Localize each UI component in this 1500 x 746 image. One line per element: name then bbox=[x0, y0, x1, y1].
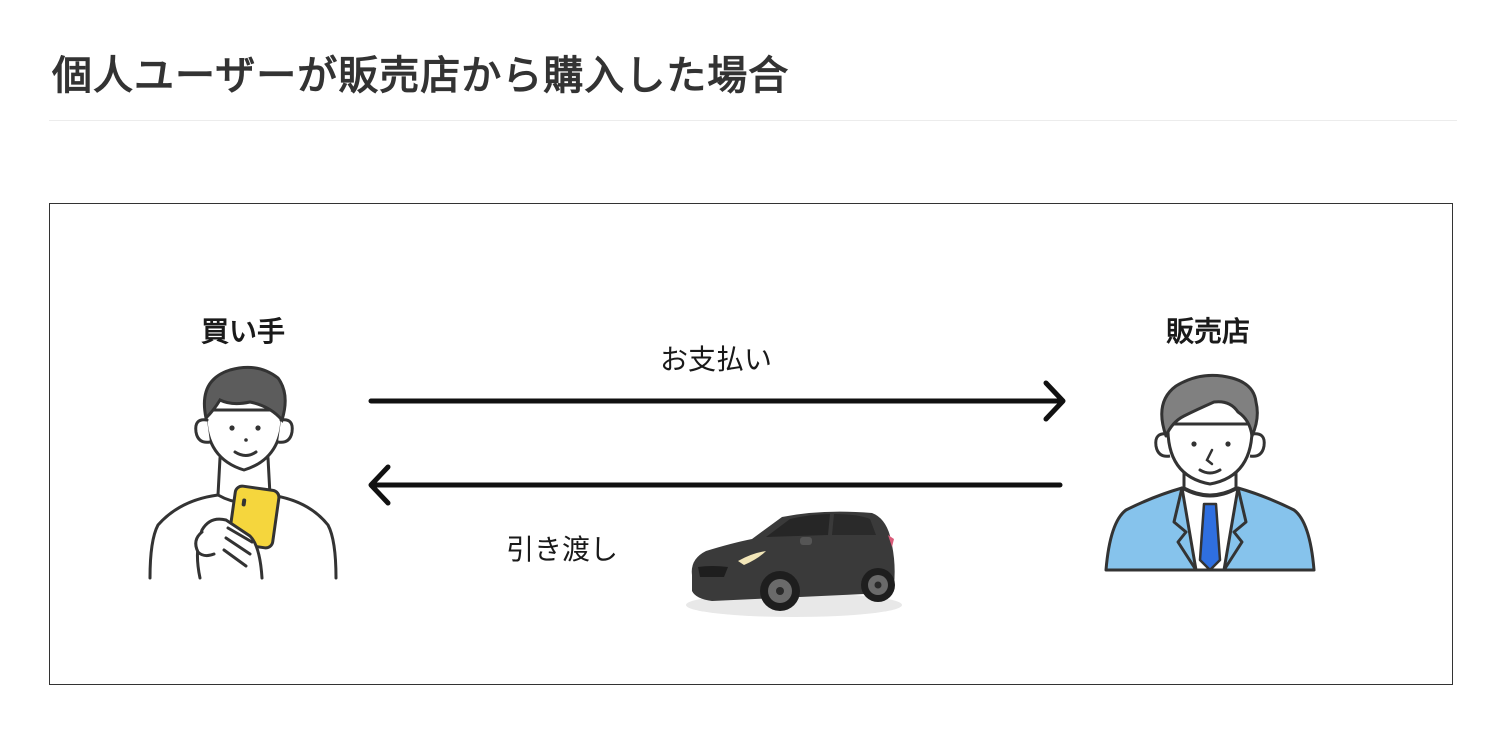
delivery-label: 引き渡し bbox=[506, 533, 619, 566]
payment-arrow bbox=[368, 380, 1066, 422]
buyer-person-icon bbox=[148, 365, 338, 580]
page-title: 個人ユーザーが販売店から購入した場合 bbox=[52, 53, 790, 99]
title-divider bbox=[49, 120, 1457, 121]
car-icon bbox=[686, 511, 902, 617]
buyer-label: 買い手 bbox=[200, 315, 285, 348]
dealer-person-icon bbox=[1104, 373, 1316, 572]
delivery-arrow bbox=[368, 464, 1063, 506]
payment-label: お支払い bbox=[660, 343, 773, 376]
dealer-label: 販売店 bbox=[1165, 315, 1250, 348]
